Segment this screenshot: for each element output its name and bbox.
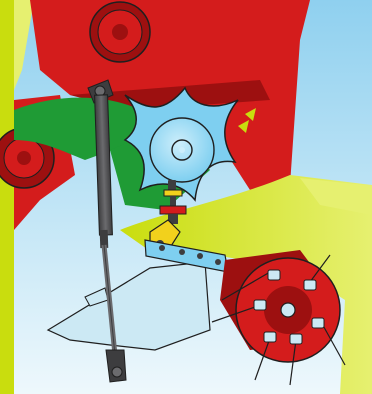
crop-band-left xyxy=(0,0,14,394)
roller-icon xyxy=(90,2,150,62)
